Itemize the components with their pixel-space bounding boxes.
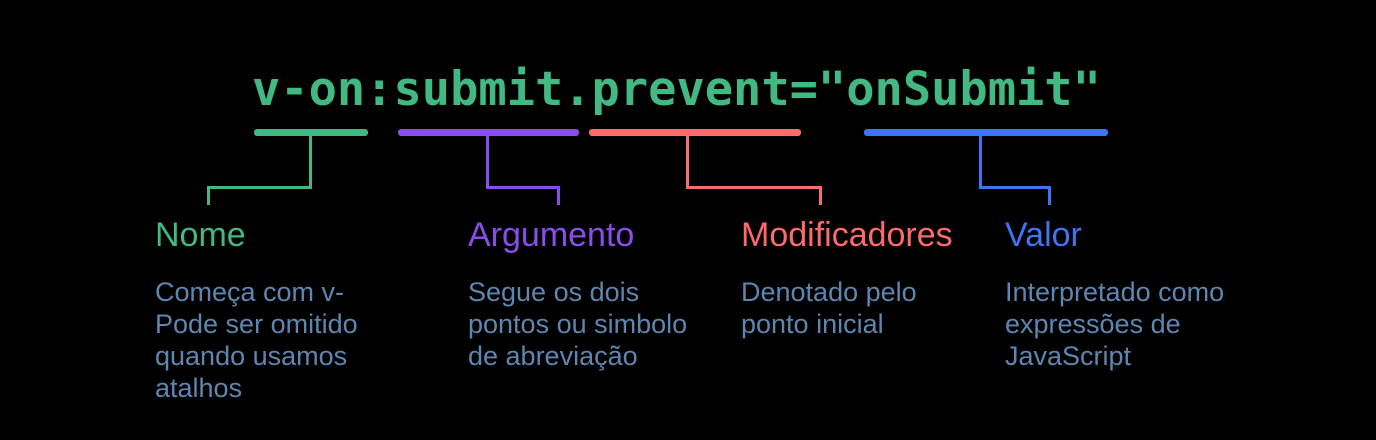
underline-bar-modificadores <box>589 129 801 136</box>
underline-bar-valor <box>864 129 1108 136</box>
connector-tail-nome <box>207 189 210 205</box>
label-argumento: Argumento <box>468 216 635 254</box>
connector-elbow-nome <box>207 136 312 189</box>
connector-elbow-valor <box>979 136 1051 189</box>
connector-tail-argumento <box>557 189 560 205</box>
description-nome: Começa com v- Pode ser omitido quando us… <box>155 277 358 403</box>
label-nome: Nome <box>155 216 246 254</box>
connector-elbow-argumento <box>486 136 560 189</box>
description-valor: Interpretado como expressões de JavaScri… <box>1005 277 1225 371</box>
label-modificadores: Modificadores <box>741 216 953 254</box>
underline-bar-argumento <box>398 129 579 136</box>
description-argumento: Segue os dois pontos ou simbolo de abrev… <box>468 277 688 371</box>
underline-bar-nome <box>254 129 368 136</box>
connector-tail-valor <box>1048 189 1051 205</box>
description-modificadores: Denotado pelo ponto inicial <box>741 277 917 339</box>
label-valor: Valor <box>1005 216 1082 254</box>
connector-elbow-modificadores <box>686 136 822 189</box>
code-expression: v-on:submit.prevent="onSubmit" <box>252 62 1101 117</box>
connector-tail-modificadores <box>819 189 822 205</box>
